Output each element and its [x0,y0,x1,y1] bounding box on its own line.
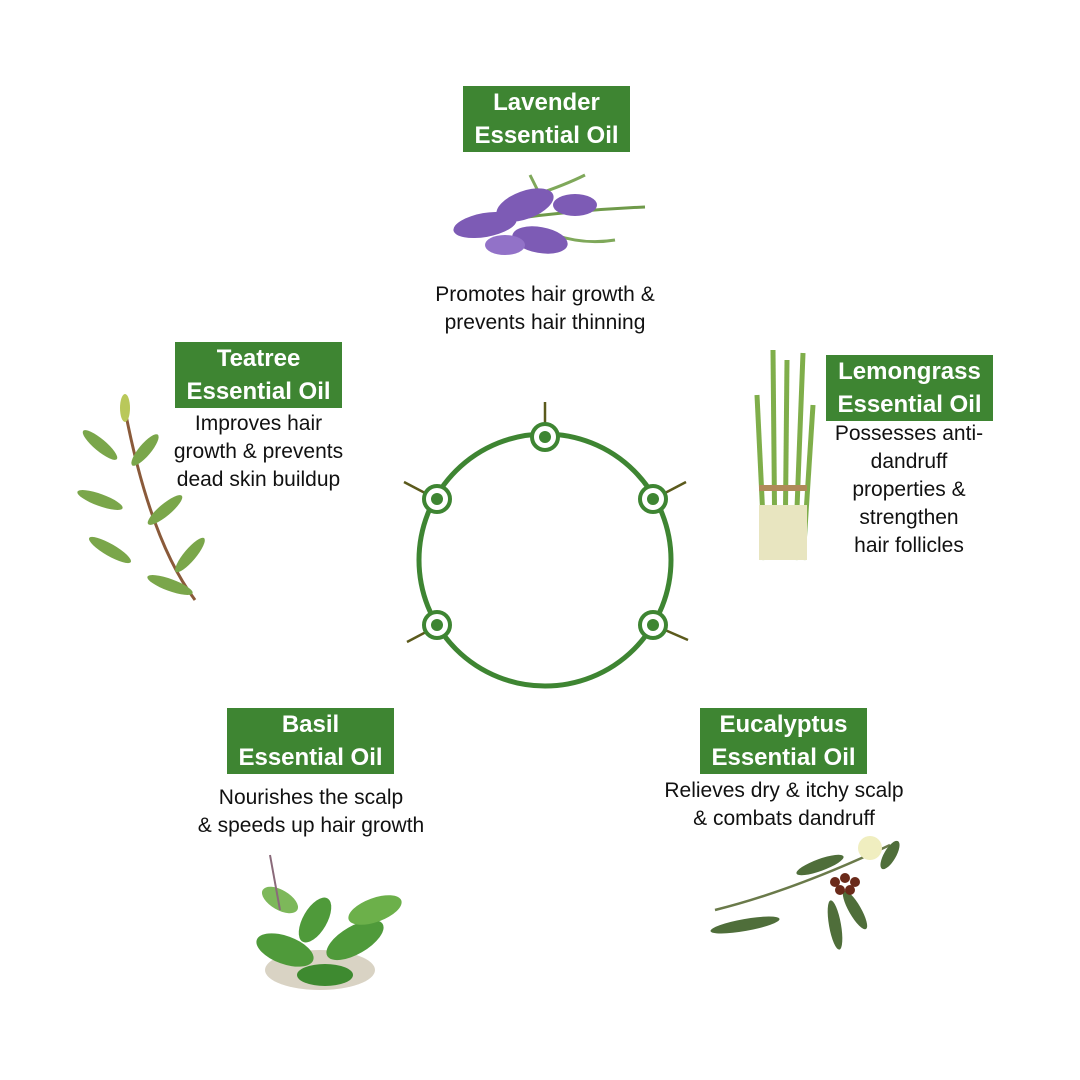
center-ring [416,431,674,689]
desc-line: prevents hair thinning [444,311,646,334]
desc-line: Relieves dry & itchy scalp [664,779,904,802]
title-line: Lavender [493,89,600,116]
desc-line: Possesses anti- [834,422,984,445]
desc-line: Nourishes the scalp [218,786,404,809]
lavender-icon [453,173,646,255]
title-line: Essential Oil [238,744,383,771]
connector-tick-lemongrass [664,480,687,495]
connector-tick-eucalyptus [664,628,689,642]
connector-tick-teatree [403,480,426,495]
eucalyptus-icon [710,836,900,950]
title-teatree: Teatree Essential Oil [175,342,342,408]
teatree-icon [77,394,205,601]
title-lavender: Lavender Essential Oil [463,86,630,152]
desc-basil: Nourishes the scalp & speeds up hair gro… [170,784,452,840]
title-line: Essential Oil [711,744,856,771]
title-line: Essential Oil [474,122,619,149]
desc-line: hair follicles [854,534,964,557]
desc-line: & speeds up hair growth [197,814,425,837]
desc-lavender: Promotes hair growth & prevents hair thi… [405,281,685,337]
desc-line: Improves hair [194,412,323,435]
desc-eucalyptus: Relieves dry & itchy scalp & combats dan… [640,777,928,833]
connector-tick-basil [406,630,427,644]
title-line: Lemongrass [838,358,981,385]
title-eucalyptus: Eucalyptus Essential Oil [700,708,867,774]
lemongrass-icon [754,349,816,561]
desc-line: Promotes hair growth & [435,283,655,306]
desc-line: growth & prevents [173,440,344,463]
desc-line: strengthen [859,506,959,529]
title-lemongrass: Lemongrass Essential Oil [826,355,993,421]
desc-line: dandruff [870,450,948,473]
desc-lemongrass: Possesses anti- dandruff properties & st… [809,420,1009,560]
desc-line: & combats dandruff [693,807,875,830]
basil-icon [256,854,402,990]
title-basil: Basil Essential Oil [227,708,394,774]
desc-teatree: Improves hair growth & prevents dead ski… [150,410,367,494]
title-line: Teatree [216,345,301,372]
desc-line: dead skin buildup [176,468,341,491]
desc-line: properties & [852,478,966,501]
title-line: Basil [281,711,340,738]
title-line: Essential Oil [837,391,982,418]
title-line: Eucalyptus [719,711,848,738]
title-line: Essential Oil [186,378,331,405]
